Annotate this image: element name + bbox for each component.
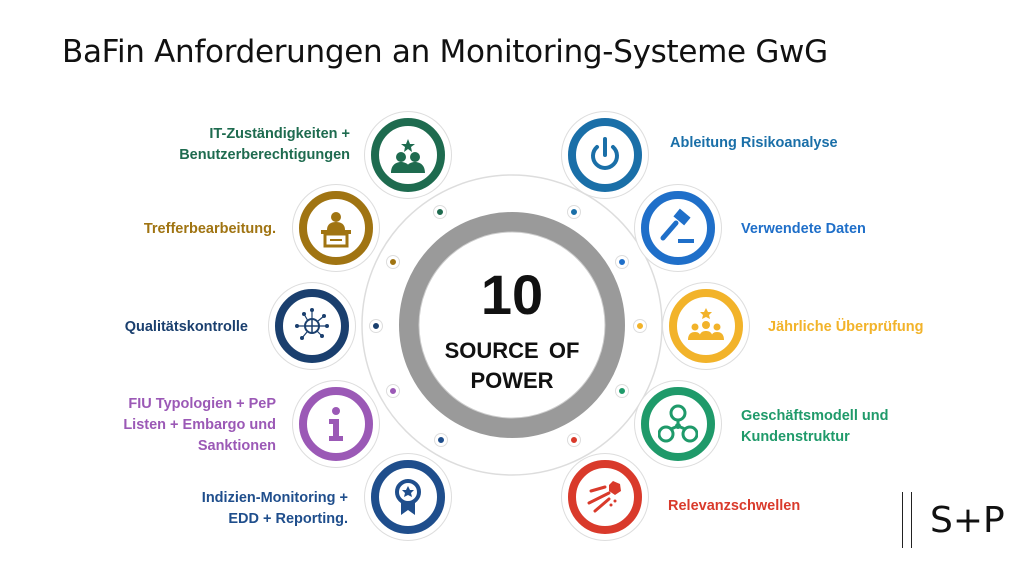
- icon-circle-9: [641, 387, 715, 461]
- ring-dot-outline: [386, 255, 400, 269]
- presenter-podium-icon: [321, 212, 351, 248]
- power-icon: [591, 137, 619, 170]
- page-title: BaFin Anforderungen an Monitoring-System…: [62, 34, 828, 70]
- globe-network-icon: [295, 308, 329, 340]
- ring-dot-outline: [386, 384, 400, 398]
- icon-circle-6: [568, 118, 642, 192]
- ring-dot-outline: [433, 205, 447, 219]
- ring-dot-outline: [615, 384, 629, 398]
- label-relevanzschwellen: Relevanzschwellen: [668, 498, 801, 514]
- ring-dot: [371, 321, 381, 331]
- ring-dot-outline: [369, 319, 383, 333]
- ring-dot: [635, 321, 645, 331]
- center-line1: SOURCE OF: [444, 338, 580, 363]
- ring-dot: [435, 207, 445, 217]
- meteor-icon: [587, 481, 621, 513]
- ring-dot: [569, 207, 579, 217]
- ring-dot-outline: [434, 433, 448, 447]
- label-indizien-monitoring: Indizien-Monitoring +EDD + Reporting.: [201, 490, 348, 527]
- ring-dot-outline: [633, 319, 647, 333]
- icon-circle-3: [275, 289, 349, 363]
- ring-dot-outline: [615, 255, 629, 269]
- team-leader-icon: [391, 139, 425, 173]
- label-verwendete-daten: Verwendete Daten: [741, 221, 866, 237]
- ring-dot: [388, 257, 398, 267]
- icon-circle-4: [299, 387, 373, 461]
- label-jaehrliche-ueberpruefung: Jährliche Überprüfung: [768, 319, 924, 335]
- icon-circle-1: [371, 118, 445, 192]
- sp-logo: S+P: [902, 492, 1005, 548]
- label-ableitung-risikoanalyse: Ableitung Risikoanalyse: [670, 135, 838, 151]
- icon-circle-8: [669, 289, 743, 363]
- award-badge-icon: [395, 479, 421, 515]
- label-it-zustaendigkeiten: IT-Zuständigkeiten +Benutzerberechtigung…: [179, 126, 350, 163]
- ring-dot: [388, 386, 398, 396]
- center-line2: POWER: [470, 368, 554, 393]
- icon-circle-10: [568, 460, 642, 534]
- center-number: 10: [480, 263, 544, 326]
- icon-circle-7: [641, 191, 715, 265]
- icon-circle-5: [371, 460, 445, 534]
- ring-dot: [436, 435, 446, 445]
- logo-text: S+P: [930, 499, 1005, 541]
- ring-dot-outline: [567, 205, 581, 219]
- gavel-icon: [660, 208, 694, 243]
- label-qualitaetskontrolle: Qualitätskontrolle: [124, 319, 248, 335]
- ring-dot-outline: [567, 433, 581, 447]
- ring-dot: [569, 435, 579, 445]
- icon-circle-2: [299, 191, 373, 265]
- people-network-icon: [658, 404, 698, 443]
- ring-dot: [617, 257, 627, 267]
- label-trefferbearbeitung: Trefferbearbeitung.: [143, 221, 276, 237]
- logo-bars: [902, 492, 912, 548]
- team-star-icon: [688, 308, 724, 340]
- info-icon: [329, 407, 343, 441]
- ring-dot: [617, 386, 627, 396]
